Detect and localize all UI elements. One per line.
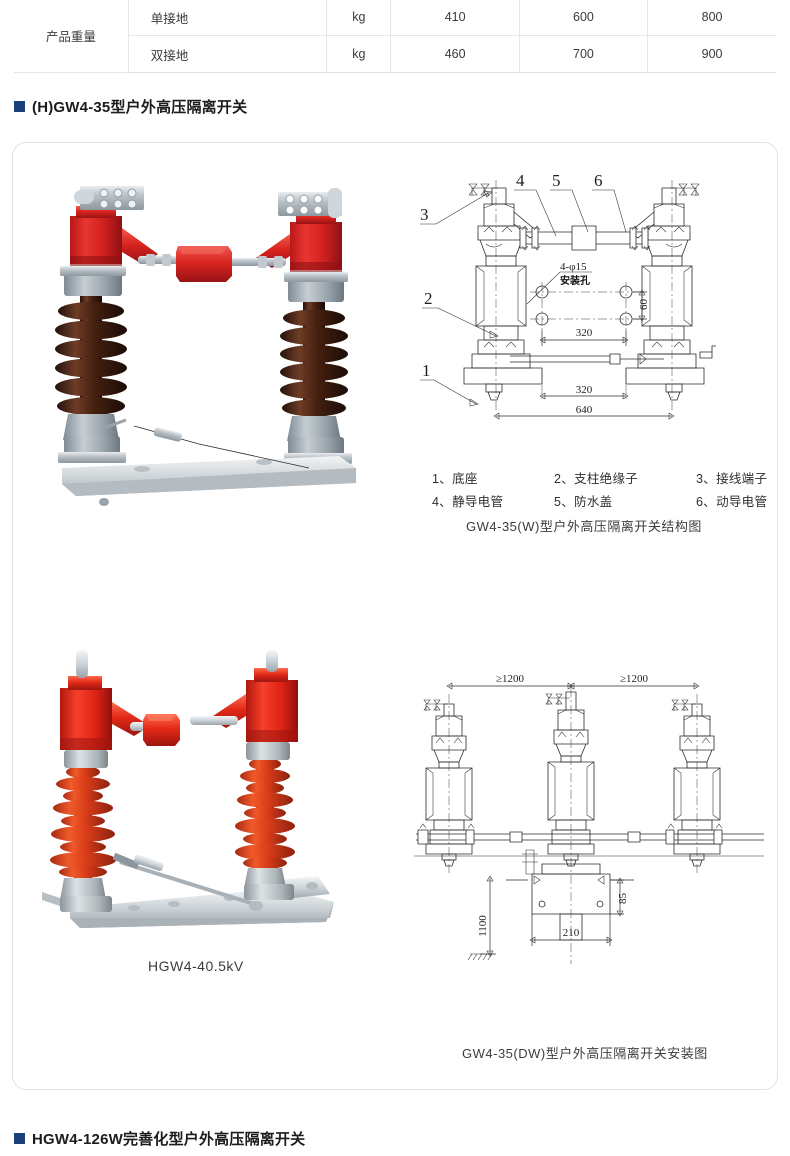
drawing2-pole-right: [671, 699, 721, 867]
drawing-base-dimensions: 320 640: [493, 368, 675, 420]
photo-waterproof-cover: [176, 246, 232, 282]
legend-row-2: 4、静导电管 5、防水盖 6、动导电管: [432, 491, 767, 510]
photo-saddle-right: [288, 278, 344, 302]
dim-hole-pitch-vertical: 60: [638, 299, 650, 311]
photo2-shaft-right: [266, 650, 278, 672]
photo2-cap-left: [64, 750, 108, 768]
photo2-red-housing-right: [210, 668, 298, 742]
section-heading-bottom: HGW4-126W完善化型户外高压隔离开关: [14, 1128, 305, 1149]
row-unit: kg: [326, 0, 392, 36]
legend-item-5: 5、防水盖: [554, 495, 613, 509]
cell-value: 600: [518, 0, 649, 36]
photo2-insulator-left: [42, 766, 116, 912]
dim-base-width: 640: [576, 404, 593, 416]
row-label-product-weight: 产品重量: [14, 0, 129, 73]
photo2-insulator-right: [235, 758, 295, 900]
dim-base-pitch: 320: [576, 384, 593, 396]
drawing-left-pole: [463, 183, 543, 401]
dim-phase-gap-left: ≥1200: [496, 673, 525, 685]
drawing-top-legend: 1、底座 2、支柱绝缘子 3、接线端子 4、静导电管 5、防水盖 6、动导电管: [432, 468, 767, 514]
callout-5: 5: [552, 171, 561, 190]
legend-item-1: 1、底座: [432, 472, 478, 486]
photo2-operating-linkage: [112, 852, 263, 911]
product-photo-gw4-35: [34, 168, 390, 520]
callout-1: 1: [422, 361, 431, 380]
photo2-conducting-tube: [130, 714, 238, 746]
legend-item-3: 3、接线端子: [696, 472, 768, 486]
drawing2-dimensions: ≥1200 ≥1200 85 1100 210: [446, 673, 700, 961]
dim-hole-note: 安装孔: [560, 274, 590, 287]
row-sub-single-ground: 单接地: [127, 0, 328, 36]
drawing2-tie-rod: [414, 823, 764, 857]
section-heading-bottom-label: HGW4-126W完善化型户外高压隔离开关: [32, 1131, 306, 1148]
row-sub-double-ground: 双接地: [127, 35, 328, 73]
photo-bottom-caption: HGW4-40.5kV: [148, 958, 244, 974]
dim-hole-spec: 4-φ15: [560, 261, 587, 273]
drawing-interlock-rod: [510, 345, 716, 365]
photo2-waterproof-cover: [143, 714, 180, 746]
drawing-callouts: 3 2 1 4 5 6: [420, 171, 627, 407]
legend-item-2: 2、支柱绝缘子: [554, 472, 639, 486]
cell-value: 460: [390, 35, 520, 73]
drawing-gw4-35-structure: 4-φ15 安装孔 60 320 320: [414, 164, 754, 454]
photo-insulator-right: [280, 300, 352, 464]
photo-conducting-tube: [138, 246, 286, 282]
photo-terminal-left: [74, 186, 144, 210]
product-photo-hgw4-40-5kv: [34, 650, 390, 950]
square-bullet-icon: [14, 1133, 25, 1144]
callout-4: 4: [516, 171, 525, 190]
callout-6: 6: [594, 171, 603, 190]
table-row: 产品重量 单接地 kg 410 600 800: [14, 0, 776, 73]
photo-saddle-left: [64, 272, 122, 296]
legend-row-1: 1、底座 2、支柱绝缘子 3、接线端子: [432, 468, 767, 487]
legend-item-4: 4、静导电管: [432, 495, 504, 509]
dim-plate-width: 210: [563, 927, 580, 939]
cell-value: 410: [390, 0, 520, 36]
dim-height: 1100: [477, 915, 489, 937]
photo-insulator-left: [55, 293, 127, 463]
dim-phase-gap-right: ≥1200: [620, 673, 649, 685]
drawing-bottom-caption: GW4-35(DW)型户外高压隔离开关安装图: [462, 1046, 708, 1061]
dim-plate-offset: 85: [617, 893, 629, 905]
drawing-conducting-tubes: [519, 225, 651, 251]
cell-value: 900: [647, 35, 776, 73]
square-bullet-icon: [14, 101, 25, 112]
drawing-top-caption: GW4-35(W)型户外高压隔离开关结构图: [466, 519, 702, 534]
cell-value: 700: [518, 35, 649, 73]
drawing2-pole-left: [423, 699, 473, 867]
drawing-mounting-holes: 4-φ15 安装孔 60 320: [526, 261, 650, 346]
legend-item-6: 6、动导电管: [696, 495, 768, 509]
photo-base-frame: [62, 456, 356, 506]
photo2-shaft-left: [76, 650, 88, 678]
content-panel: [12, 142, 778, 1090]
product-weight-table: 产品重量 单接地 kg 410 600 800 双接地 kg 460 700 9…: [14, 0, 776, 73]
cell-value: 800: [647, 0, 776, 36]
section-heading-top-label: (H)GW4-35型户外高压隔离开关: [32, 99, 248, 116]
dim-hole-pitch-horizontal: 320: [576, 327, 593, 339]
table-row: 双接地 kg 460 700 900: [14, 35, 776, 73]
photo-terminal-right: [278, 188, 342, 218]
photo2-red-housing-left: [60, 676, 150, 750]
photo-operating-linkage: [103, 418, 310, 469]
callout-2: 2: [424, 289, 433, 308]
section-heading-top: (H)GW4-35型户外高压隔离开关: [14, 96, 247, 117]
drawing2-pole-center: [545, 691, 595, 867]
photo2-cap-right: [246, 742, 290, 760]
photo2-base-plate: [70, 876, 334, 928]
callout-3: 3: [420, 205, 429, 224]
row-unit: kg: [326, 35, 392, 73]
drawing-gw4-35-dw-installation: ≥1200 ≥1200 85 1100 210: [414, 664, 764, 964]
